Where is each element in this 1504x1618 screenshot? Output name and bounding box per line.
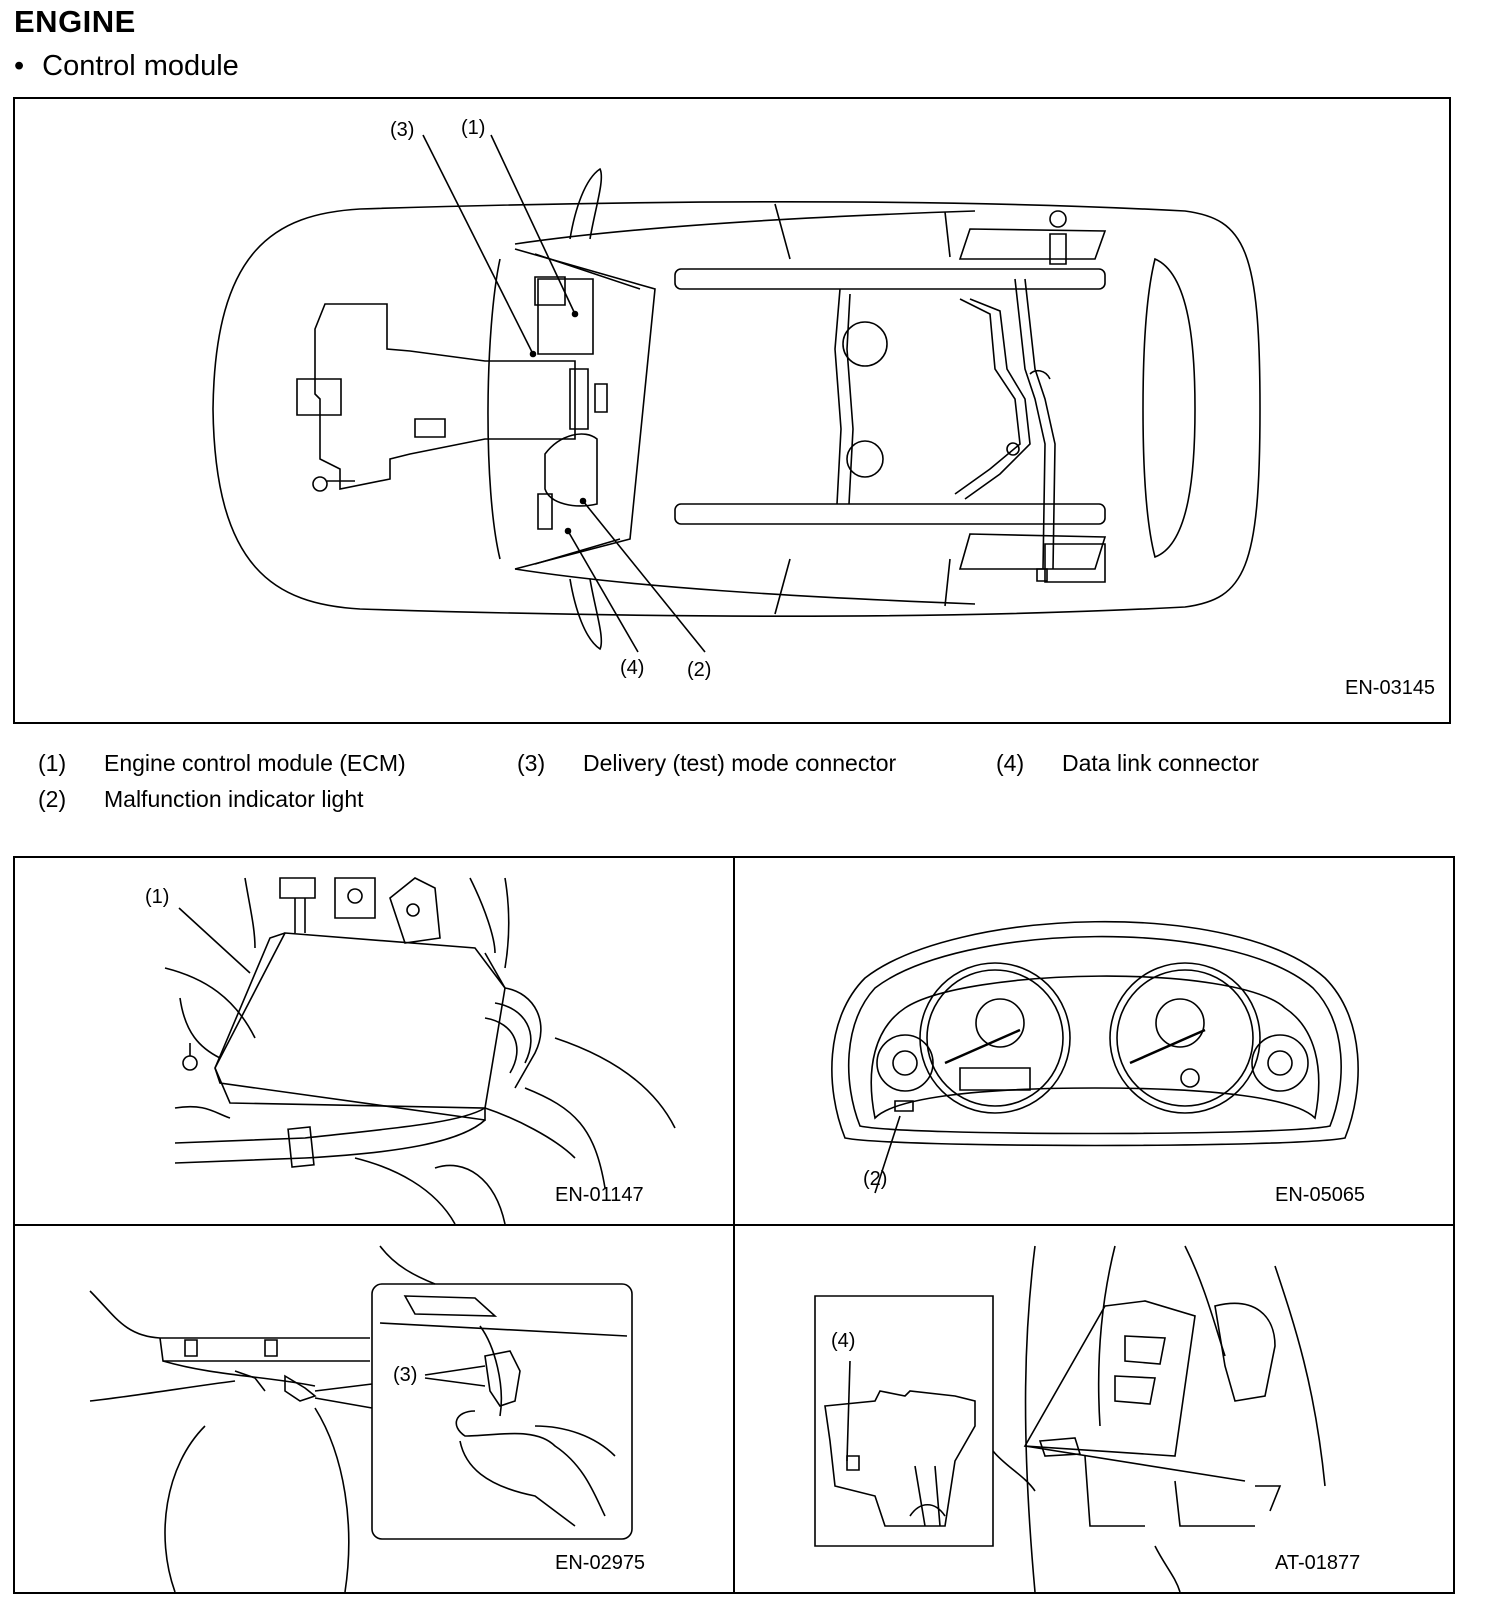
ecm-drawing	[15, 858, 733, 1224]
test-leader-line-a	[425, 1366, 485, 1375]
figure-code-main: EN-03145	[1345, 677, 1436, 699]
dlc-leader-line	[847, 1361, 850, 1461]
legend-item-2: (2)Malfunction indicator light	[38, 786, 364, 812]
leader-line-4	[568, 531, 638, 652]
callout-mil: (2)	[863, 1168, 888, 1190]
figure-code-data-link: AT-01877	[1275, 1552, 1361, 1574]
callout-1: (1)	[461, 117, 486, 139]
legend-item-3: (3)Delivery (test) mode connector	[517, 750, 897, 776]
callout-3: (3)	[390, 119, 415, 141]
vehicle-overhead-drawing	[15, 99, 1449, 722]
section-subheading: • Control module	[14, 50, 239, 83]
figure-code-ecm: EN-01147	[555, 1184, 644, 1206]
detail-figure-ecm: (1) EN-01147	[13, 856, 735, 1226]
test-leader-line-b	[425, 1378, 485, 1386]
test-connector-drawing	[15, 1226, 733, 1592]
callout-ecm: (1)	[145, 886, 170, 908]
detail-figure-cluster: (2) EN-05065	[733, 856, 1455, 1226]
bullet-mark: •	[14, 50, 25, 82]
detail-figure-data-link: (4) AT-01877	[733, 1224, 1455, 1594]
callout-4: (4)	[620, 657, 645, 679]
callout-test-connector: (3)	[393, 1364, 418, 1386]
legend-item-4: (4)Data link connector	[996, 750, 1259, 776]
detail-figure-test-connector: (3) EN-02975	[13, 1224, 735, 1594]
figure-code-cluster: EN-05065	[1275, 1184, 1366, 1206]
ecm-leader-line	[179, 908, 250, 973]
instrument-cluster-drawing	[735, 858, 1453, 1224]
mil-leader-line	[875, 1116, 900, 1193]
leader-line-3	[423, 135, 533, 354]
figure-code-test-connector: EN-02975	[555, 1552, 646, 1574]
page-heading: ENGINE	[14, 4, 136, 39]
main-vehicle-figure: (3) (1) (4) (2) EN-03145	[13, 97, 1451, 724]
callout-2: (2)	[687, 659, 712, 681]
leader-line-1	[491, 135, 575, 314]
data-link-connector-drawing	[735, 1226, 1453, 1592]
callout-data-link: (4)	[831, 1330, 856, 1352]
legend-item-1: (1)Engine control module (ECM)	[38, 750, 406, 776]
subheading-text: Control module	[42, 50, 239, 82]
leader-line-2	[583, 501, 705, 652]
